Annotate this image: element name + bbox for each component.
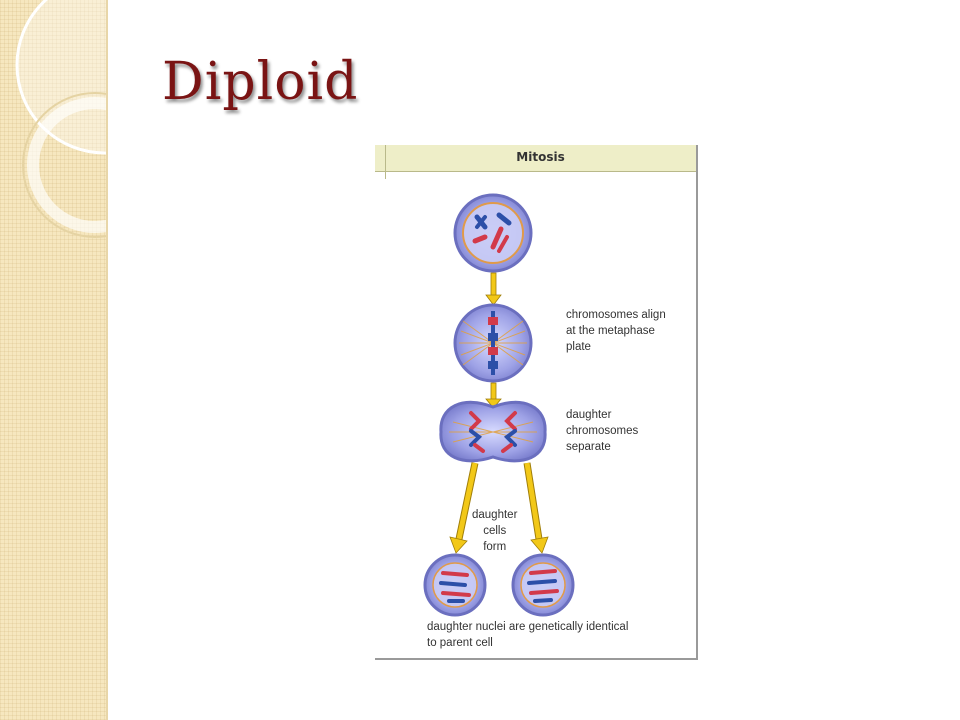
anaphase-cell: [439, 400, 547, 463]
daughter-cell-left: [423, 553, 487, 617]
arrow-left-diagonal: [449, 462, 479, 554]
decorative-sidebar: [0, 0, 108, 720]
diagram-heading: Mitosis: [516, 150, 565, 164]
chromosomes: [527, 569, 559, 603]
daughter-cell-right: [511, 553, 575, 617]
metaphase-cell: [453, 303, 533, 383]
chromosomes: [469, 411, 517, 453]
chromosomes: [439, 571, 471, 603]
chromosomes: [488, 311, 498, 375]
label-metaphase: chromosomes align at the metaphase plate: [566, 309, 666, 353]
diagram-header: Mitosis: [375, 145, 696, 172]
slide-title: Diploid: [162, 52, 359, 112]
decorative-circles: [15, 0, 106, 238]
arrow-down-2: [485, 382, 502, 409]
parent-cell: [453, 193, 533, 273]
chromosomes: [472, 212, 512, 253]
mitosis-diagram: Mitosis: [375, 145, 698, 660]
label-result: daughter nuclei are genetically identica…: [427, 621, 629, 649]
mitosis-illustration: [423, 193, 575, 617]
arrow-right-diagonal: [523, 462, 549, 554]
label-anaphase: daughter chromosomes separate: [566, 409, 639, 453]
label-cells-form: daughter cells form: [472, 509, 518, 553]
arrow-down-1: [485, 272, 502, 306]
